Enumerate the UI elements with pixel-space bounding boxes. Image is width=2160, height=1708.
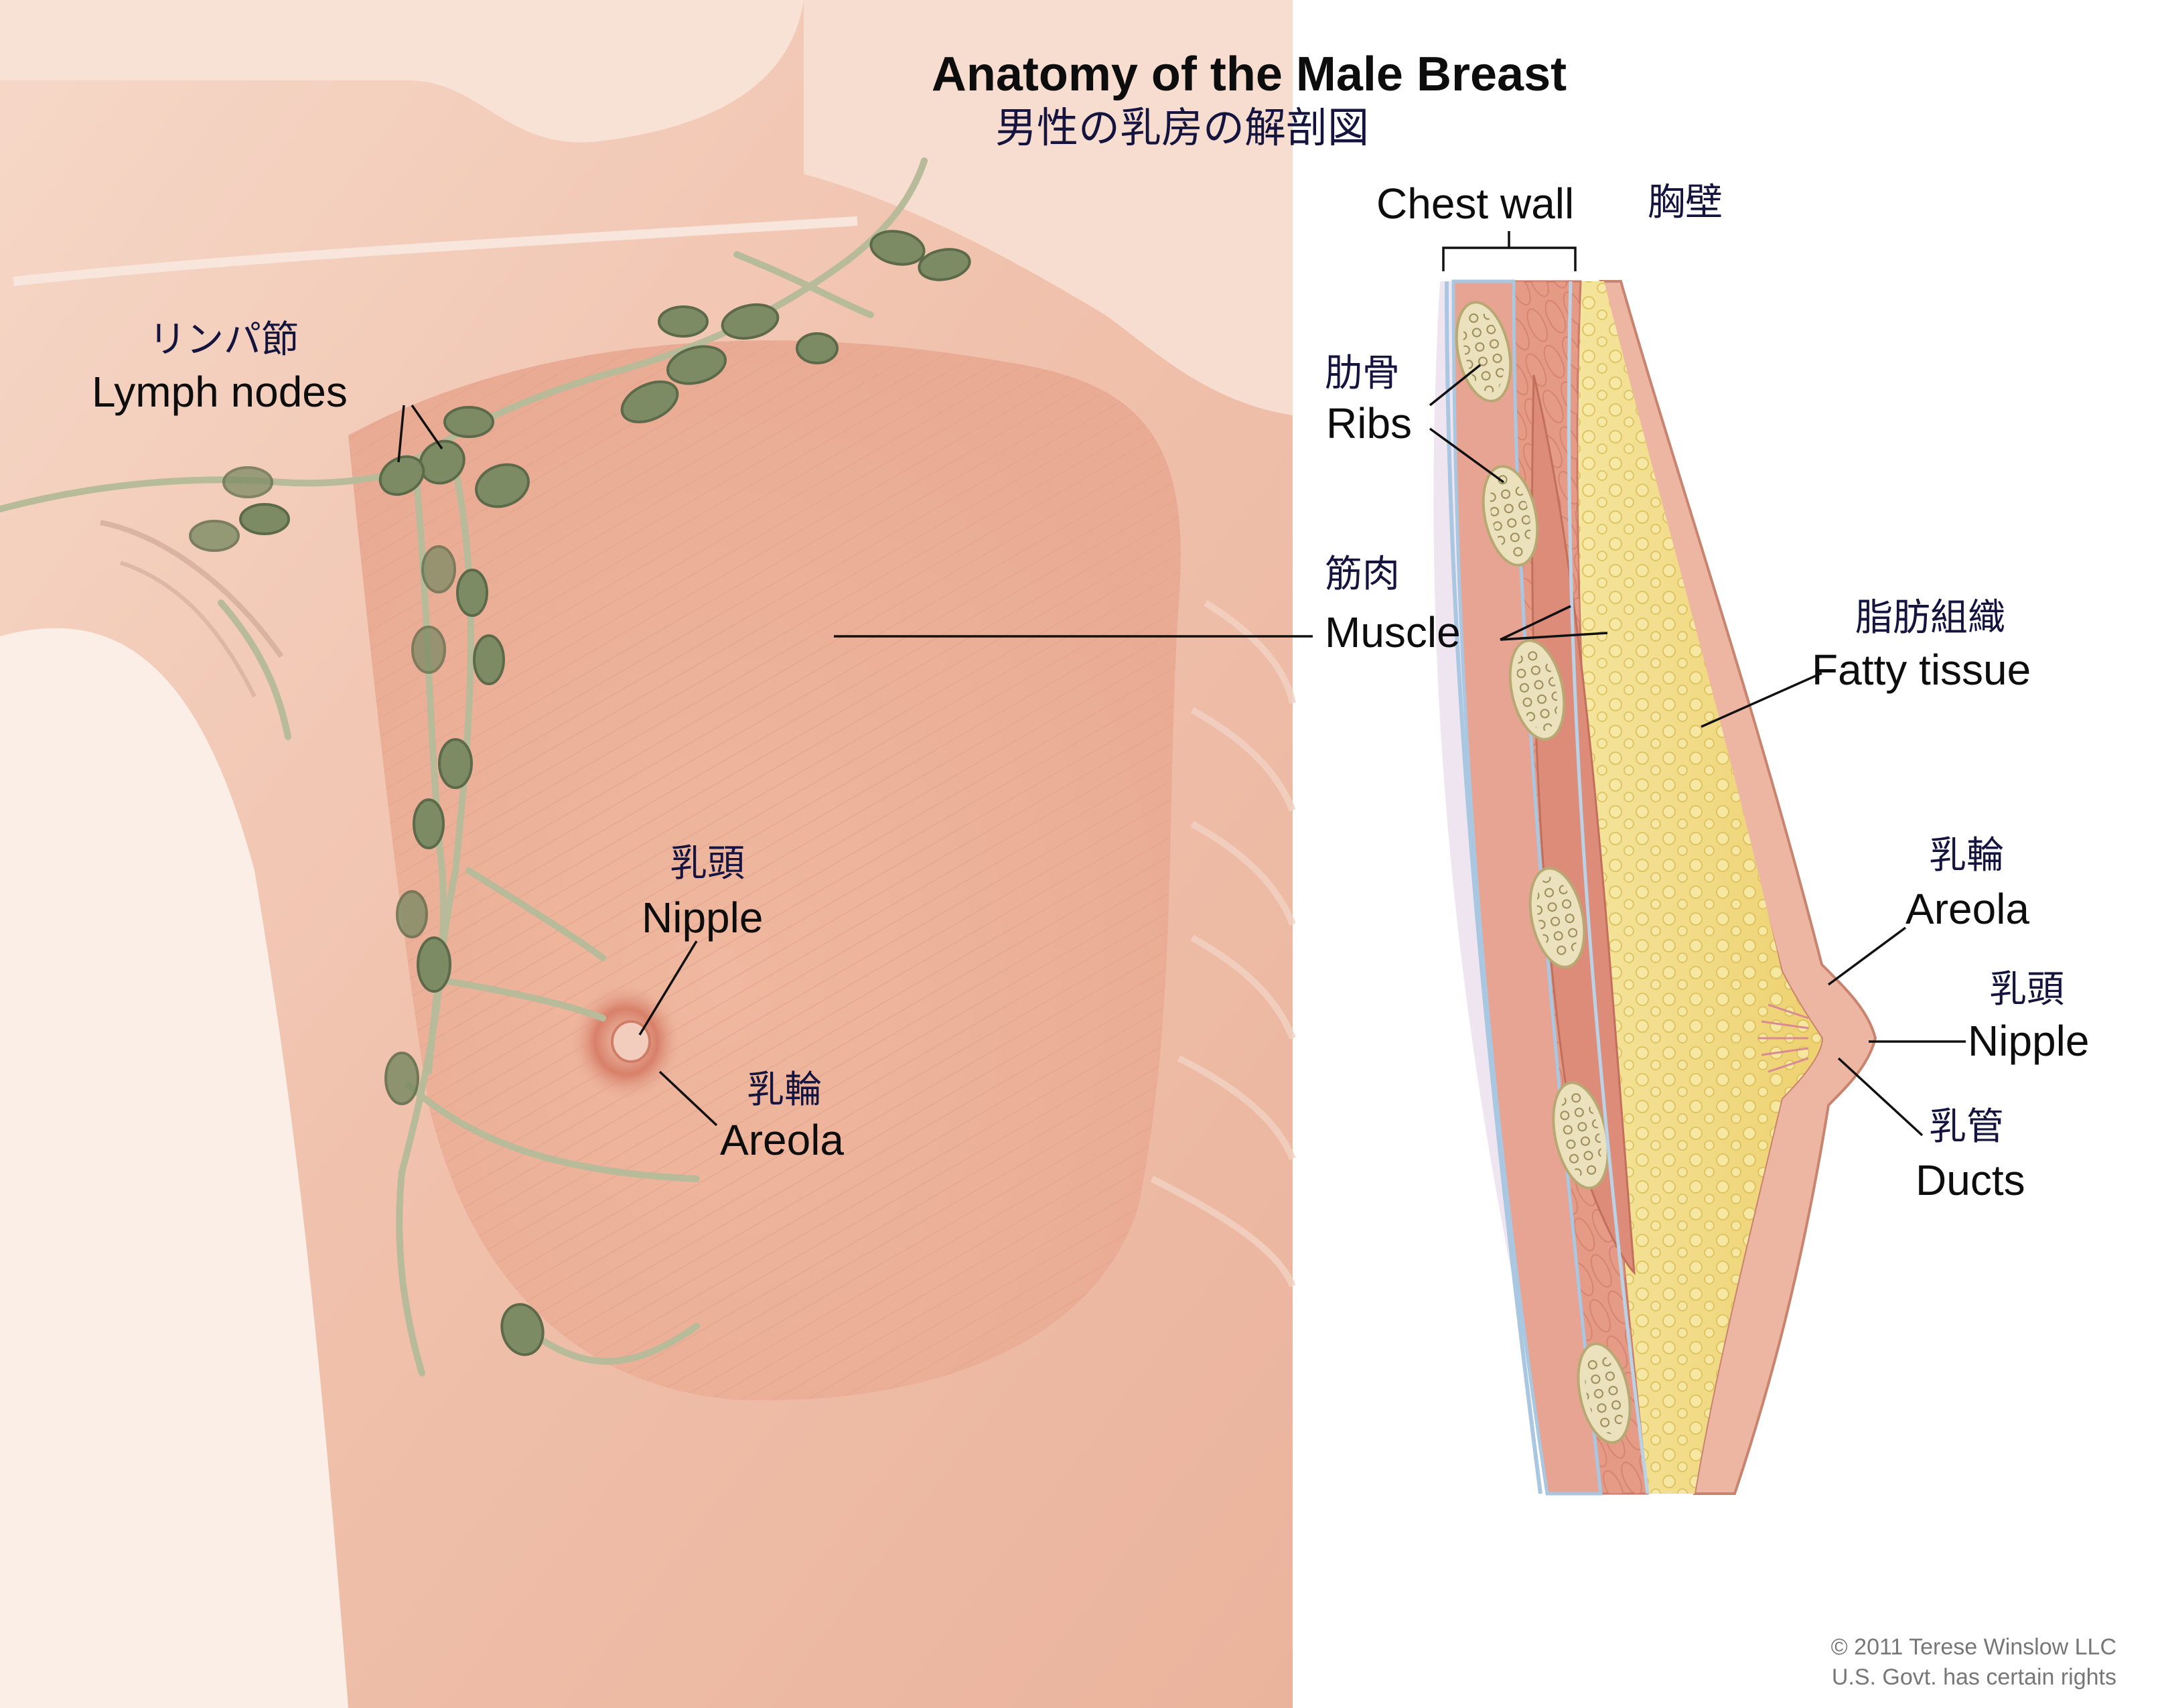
ribs-label: Ribs — [1326, 399, 1413, 447]
rights-line: U.S. Govt. has certain rights — [1831, 1664, 2116, 1690]
title-japanese: 男性の乳房の解剖図 — [995, 103, 1369, 152]
nipple-side-label: Nipple — [1968, 1017, 2090, 1065]
areola-front-leader — [658, 1070, 718, 1127]
ducts-leader — [1837, 1057, 1924, 1137]
muscle-label-jp: 筋肉 — [1325, 553, 1400, 596]
lymph-nodes-label: Lymph nodes — [92, 368, 348, 416]
ducts-label: Ducts — [1916, 1156, 2025, 1204]
areola-front-label-jp: 乳輪 — [747, 1068, 822, 1112]
areola-side-leader — [1827, 926, 1907, 986]
areola-side-label-jp: 乳輪 — [1929, 834, 2004, 877]
ribs-leader-1 — [1429, 364, 1482, 407]
copyright-line: © 2011 Terese Winslow LLC — [1830, 1634, 2116, 1660]
nipple-side-label-jp: 乳頭 — [1989, 968, 2064, 1011]
ducts-label-jp: 乳管 — [1929, 1105, 2004, 1149]
areola-front-label: Areola — [720, 1116, 844, 1164]
front-view — [0, 0, 1296, 1708]
ribs-label-jp: 肋骨 — [1325, 352, 1400, 395]
muscle-leader-1 — [1500, 605, 1571, 641]
nipple-front-leader — [638, 940, 698, 1036]
nipple-front-label-jp: 乳頭 — [670, 842, 745, 885]
nipple-front-label: Nipple — [642, 894, 764, 942]
chest-wall-label: Chest wall — [1376, 180, 1575, 228]
muscle-leader-2 — [1500, 632, 1608, 641]
lymph-leader-1 — [397, 405, 405, 463]
title-english: Anatomy of the Male Breast — [931, 48, 1567, 101]
fatty-tissue-label-jp: 脂肪組織 — [1855, 596, 2005, 640]
muscle-label: Muscle — [1325, 608, 1461, 656]
chest-wall-bracket — [1442, 246, 1577, 271]
areola-side-label: Areola — [1905, 885, 2029, 933]
ribs-leader-2 — [1429, 427, 1505, 484]
lymph-nodes-label-jp: リンパ節 — [149, 318, 299, 362]
chest-wall-label-jp: 胸壁 — [1648, 181, 1723, 224]
lymph-leader-2 — [411, 405, 443, 449]
fatty-tissue-label: Fatty tissue — [1812, 646, 2031, 694]
leader-lines — [397, 231, 1966, 1137]
cross-section — [1433, 279, 1877, 1496]
fatty-leader — [1701, 672, 1822, 728]
